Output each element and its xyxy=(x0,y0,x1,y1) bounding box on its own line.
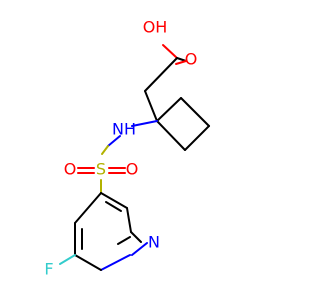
sulfonyl-oxygen-left-label: O xyxy=(64,160,77,179)
bond-ch2-ring-c xyxy=(144,90,158,122)
bond-py-8 xyxy=(74,192,102,224)
bond-ring-2 xyxy=(180,97,210,127)
bond-py-3 xyxy=(130,231,142,243)
bond-s-link xyxy=(101,145,109,155)
amine-label: NH xyxy=(112,120,136,139)
bond-ring-3 xyxy=(184,125,210,151)
bond-py-1 xyxy=(100,192,128,209)
bond-py-inner-2 xyxy=(117,236,131,245)
hydroxyl-label: OH xyxy=(143,18,168,37)
bond-py-6 xyxy=(74,254,102,271)
bond-c-oh xyxy=(162,44,178,59)
bond-c-o-double-b xyxy=(175,60,187,65)
bond-c-f xyxy=(59,254,76,265)
bond-py-5 xyxy=(100,254,131,271)
bond-acid-ch2 xyxy=(144,57,178,92)
bond-ring-1 xyxy=(156,97,182,122)
bond-py-inner-1 xyxy=(105,201,122,212)
pyridine-nitrogen-label: N xyxy=(148,233,160,252)
sulfonyl-oxygen-right-label: O xyxy=(126,160,139,179)
carbonyl-oxygen-label: O xyxy=(185,50,198,69)
bond-py-2 xyxy=(126,207,132,233)
fluorine-label: F xyxy=(44,260,53,279)
sulfur-label: S xyxy=(96,160,106,179)
bond-ring-4 xyxy=(156,120,186,151)
bond-nh-s xyxy=(107,135,121,147)
molecule-structure: OH O NH S O O N F xyxy=(44,18,210,279)
molecule-canvas: OH O NH S O O N F xyxy=(44,17,210,279)
bond-py-4 xyxy=(131,242,148,256)
bond-ring-nh xyxy=(131,120,158,127)
